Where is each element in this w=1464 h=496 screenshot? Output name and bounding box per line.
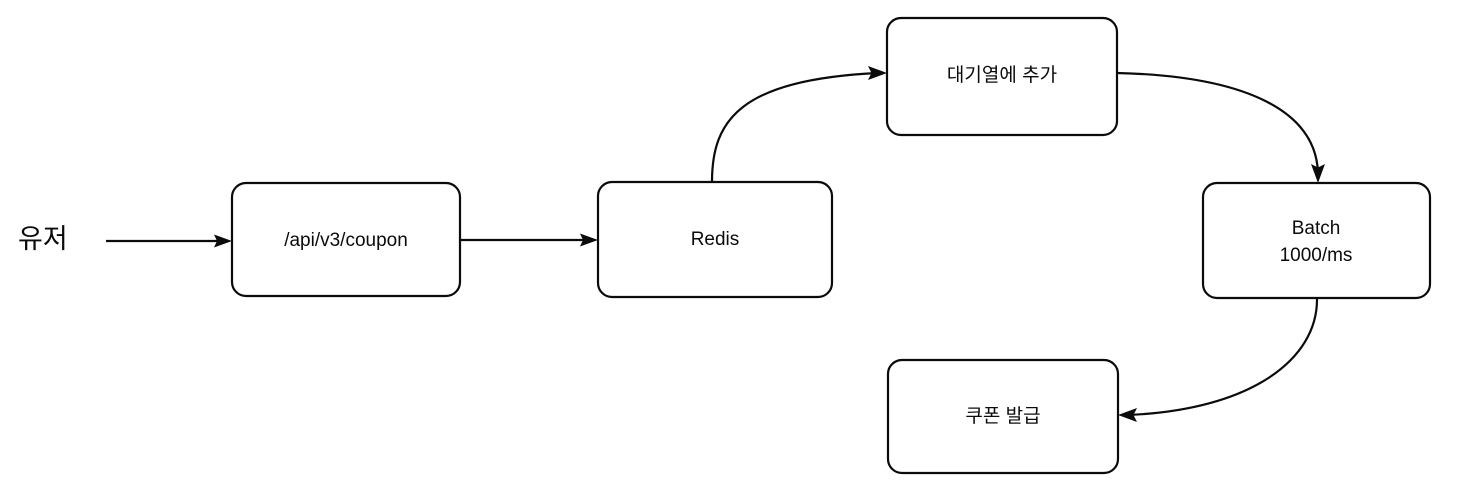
edge-user-to-api-arrowhead [214, 234, 232, 248]
node-enqueue-label: 대기열에 추가 [947, 64, 1057, 86]
actor-label-user: 유저 [18, 224, 68, 254]
edge-enqueue-to-batch-arrowhead [1311, 164, 1325, 183]
edge-batch-to-issue-arrowhead [1118, 408, 1137, 422]
edge-batch-to-issue [1118, 297, 1319, 422]
node-issue-label: 쿠폰 발급 [965, 405, 1040, 427]
node-issue-box[interactable] [886, 358, 1120, 475]
edge-redis-to-enqueue [710, 66, 887, 183]
node-redis-box[interactable] [596, 180, 834, 299]
node-batch-label-line2: 1000/ms [1280, 245, 1353, 266]
edge-redis-to-enqueue-arrowhead [868, 66, 887, 80]
node-enqueue-box[interactable] [885, 16, 1119, 137]
node-issue[interactable]: 쿠폰 발급 [886, 358, 1120, 475]
node-batch-box[interactable] [1201, 181, 1432, 300]
edge-batch-to-issue-curve [1127, 297, 1319, 417]
edge-redis-to-enqueue-curve [710, 71, 878, 183]
node-redis[interactable]: Redis [596, 180, 834, 299]
edge-api-to-redis [460, 233, 598, 247]
node-api[interactable]: /api/v3/coupon [230, 181, 462, 298]
node-batch[interactable]: Batch 1000/ms [1201, 181, 1432, 300]
node-enqueue[interactable]: 대기열에 추가 [885, 16, 1119, 137]
edge-enqueue-to-batch [1116, 71, 1325, 183]
node-api-label: /api/v3/coupon [284, 230, 408, 251]
node-batch-label-line1: Batch [1292, 218, 1341, 239]
edge-api-to-redis-arrowhead [580, 233, 598, 247]
edge-user-to-api [106, 234, 232, 248]
edge-enqueue-to-batch-curve [1116, 71, 1320, 174]
node-redis-label: Redis [691, 229, 740, 250]
